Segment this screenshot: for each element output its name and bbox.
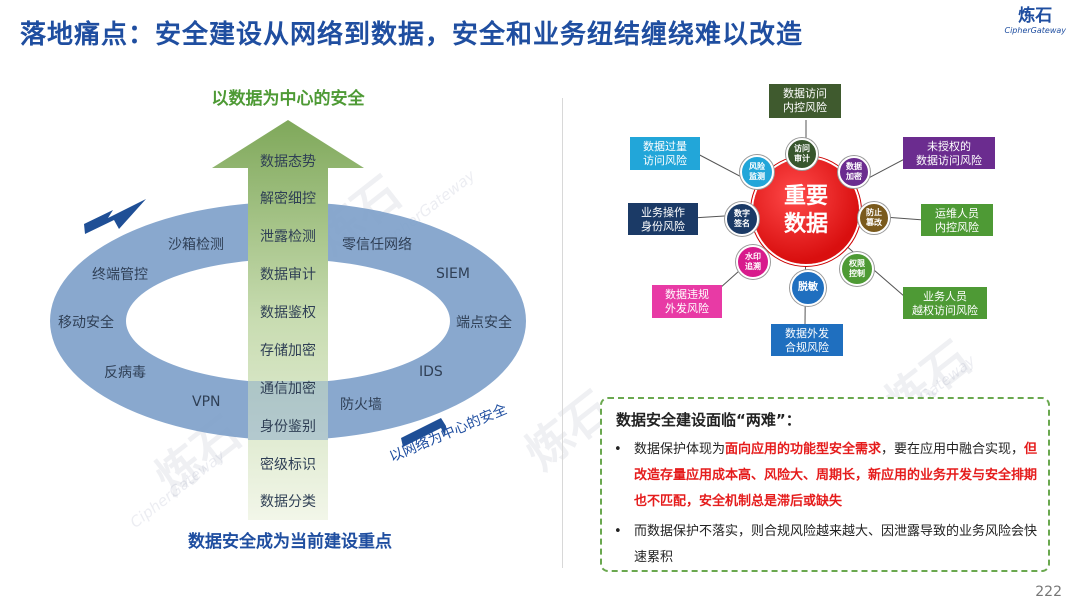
arrow-item: 数据分类	[260, 494, 316, 510]
logo: 炼石 CipherGateway	[1004, 6, 1066, 35]
node-circle: 风险 监测	[740, 155, 774, 189]
risk-box: 业务操作 身份风险	[628, 203, 698, 235]
arrow-top-left	[84, 199, 146, 234]
risk-label: 数据访问 内控风险	[783, 87, 827, 114]
bullet-text-2: 而数据保护不落实，则合规风险越来越大、因泄露导致的业务风险会快速累积	[634, 524, 1038, 565]
node-circle: 权限 控制	[840, 252, 874, 286]
ring-item: 终端管控	[92, 267, 148, 283]
ring	[50, 202, 526, 440]
center-arrow	[212, 120, 364, 520]
arrow-bottom-right	[401, 418, 446, 447]
arrow-item: 存储加密	[260, 343, 316, 359]
arrow-item: 密级标识	[260, 457, 316, 473]
ring-front-overlay	[248, 381, 328, 440]
panel-title: 数据安全建设面临“两难”：	[616, 411, 801, 429]
risk-box: 数据违规 外发风险	[652, 285, 722, 318]
node-circle: 脱敏	[790, 270, 826, 306]
ring-item: 防火墙	[340, 397, 382, 413]
risk-box: 数据访问 内控风险	[769, 84, 841, 118]
bullet-dot: •	[614, 442, 622, 457]
risk-label: 未授权的 数据访问风险	[916, 140, 982, 167]
risk-label: 数据违规 外发风险	[665, 288, 709, 315]
b1-pre: 数据保护体现为	[634, 442, 726, 457]
node-label: 权限 控制	[849, 259, 865, 278]
node-label: 水印 追溯	[745, 252, 761, 271]
node-label: 脱敏	[798, 282, 818, 293]
logo-cn: 炼石	[1018, 6, 1053, 26]
arrow-item: 泄露检测	[260, 229, 316, 245]
center-label: 重要 数据	[783, 184, 828, 237]
node-circle: 数字 签名	[725, 202, 759, 236]
node-circle: 访问 审计	[786, 138, 818, 170]
ring-item: 移动安全	[58, 315, 114, 331]
b1-mid: ，要在应用中融合实现，	[881, 442, 1025, 457]
b1-red2: 但改造存量应用成本高、风险大、周期长，新应用的业务开发与安全排期也不匹配，安全机…	[634, 442, 1038, 509]
data-centric-label: 以数据为中心的安全	[211, 89, 365, 109]
arrow-item: 解密细控	[260, 191, 316, 207]
node-circle: 防止 篡改	[858, 202, 890, 234]
page-number: 222	[1035, 584, 1062, 600]
dilemma-panel: 数据安全建设面临“两难”： • 数据保护体现为面向应用的功能型安全需求，要在应用…	[600, 397, 1050, 572]
node-label: 风险 监测	[749, 162, 765, 181]
node-label: 防止 篡改	[866, 208, 882, 227]
arrow-item: 数据鉴权	[260, 305, 316, 321]
arrow-item: 身份鉴别	[260, 419, 316, 435]
ring-item: 零信任网络	[342, 237, 412, 253]
ring-item: VPN	[192, 394, 221, 410]
node-label: 访问 审计	[794, 144, 810, 163]
page-title: 落地痛点：安全建设从网络到数据，安全和业务纽结缠绕难以改造	[20, 20, 804, 50]
arrow-item: 数据态势	[260, 154, 316, 170]
risk-label: 运维人员 内控风险	[935, 207, 979, 234]
ring-item: IDS	[419, 364, 443, 380]
ring-item: SIEM	[436, 266, 470, 282]
left-diagram	[50, 120, 526, 520]
ring-item: 沙箱检测	[168, 237, 224, 253]
bullet-dot: •	[614, 524, 622, 539]
b1-red1: 面向应用的功能型安全需求	[725, 442, 882, 457]
node-label: 数据 加密	[846, 162, 862, 181]
bullet-text-1: 数据保护体现为面向应用的功能型安全需求，要在应用中融合实现，但改造存量应用成本高…	[634, 437, 1044, 515]
node-label: 数字 签名	[734, 209, 750, 228]
arrow-item: 通信加密	[260, 381, 316, 397]
risk-box: 运维人员 内控风险	[921, 204, 993, 236]
logo-en: CipherGateway	[1004, 26, 1066, 35]
risk-box: 未授权的 数据访问风险	[903, 137, 995, 169]
node-circle: 数据 加密	[838, 156, 870, 188]
ring-item: 反病毒	[104, 365, 146, 381]
risk-box: 数据外发 合规风险	[771, 324, 843, 356]
risk-label: 数据过量 访问风险	[643, 140, 687, 167]
risk-label: 业务操作 身份风险	[641, 206, 685, 233]
risk-box: 业务人员 越权访问风险	[903, 287, 987, 319]
node-circle: 水印 追溯	[736, 245, 770, 279]
ring-item: 端点安全	[456, 315, 512, 331]
risk-label: 业务人员 越权访问风险	[912, 290, 978, 317]
divider	[562, 98, 563, 568]
risk-label: 数据外发 合规风险	[785, 327, 829, 354]
arrow-item: 数据审计	[260, 267, 316, 283]
risk-box: 数据过量 访问风险	[630, 137, 700, 170]
data-security-focus-label: 数据安全成为当前建设重点	[188, 532, 392, 552]
